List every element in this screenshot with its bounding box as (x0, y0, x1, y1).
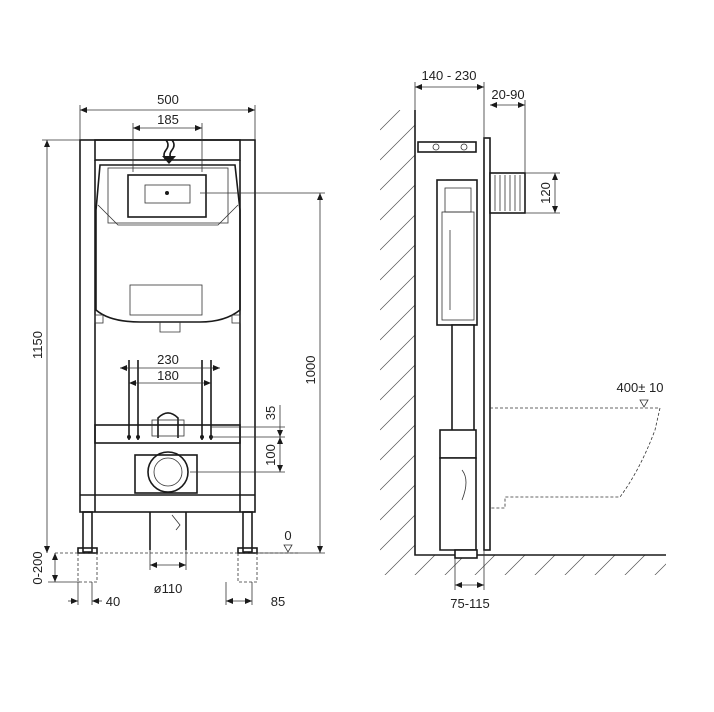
dim-foot-right: 85 (271, 594, 285, 609)
front-view: 500 185 230 180 1150 1000 35 100 0 0-200… (30, 92, 325, 609)
toilet-bowl (490, 407, 661, 509)
dim-stud-offset: 35 (263, 406, 278, 420)
drain-outlet (134, 451, 198, 550)
dim-studs-inner: 180 (157, 368, 179, 383)
frame-outline (79, 139, 256, 513)
wall-hatch (380, 110, 666, 575)
front-dimensions (42, 105, 325, 605)
flush-pipe (489, 172, 526, 214)
wall-panel (483, 137, 491, 551)
mounting-studs (127, 360, 213, 440)
dim-total-height: 1150 (30, 331, 45, 359)
dim-floor-level: 0 (284, 528, 291, 543)
dim-bowl-height: 400± 10 (617, 380, 664, 395)
dim-drain-diameter: ø110 (154, 581, 183, 596)
side-dimensions (414, 82, 649, 590)
side-frame (417, 141, 478, 559)
legs (55, 511, 300, 583)
dim-foot-left: 40 (106, 594, 120, 609)
dim-wall-gap: 140 - 230 (422, 68, 477, 83)
dim-drain-height: 100 (263, 444, 278, 466)
dim-pipe-length: 120 (538, 182, 553, 204)
side-view: 140 - 230 20-90 120 400± 10 75-115 (380, 68, 666, 611)
dim-flange-depth: 20-90 (491, 87, 524, 102)
dim-studs-outer: 230 (157, 352, 179, 367)
cistern (94, 139, 241, 333)
dim-leg-range: 0-200 (30, 551, 45, 584)
dim-panel-height: 1000 (303, 356, 318, 385)
dim-panel-width: 185 (157, 112, 179, 127)
dim-frame-width: 500 (157, 92, 179, 107)
dim-drain-offset: 75-115 (450, 596, 490, 611)
